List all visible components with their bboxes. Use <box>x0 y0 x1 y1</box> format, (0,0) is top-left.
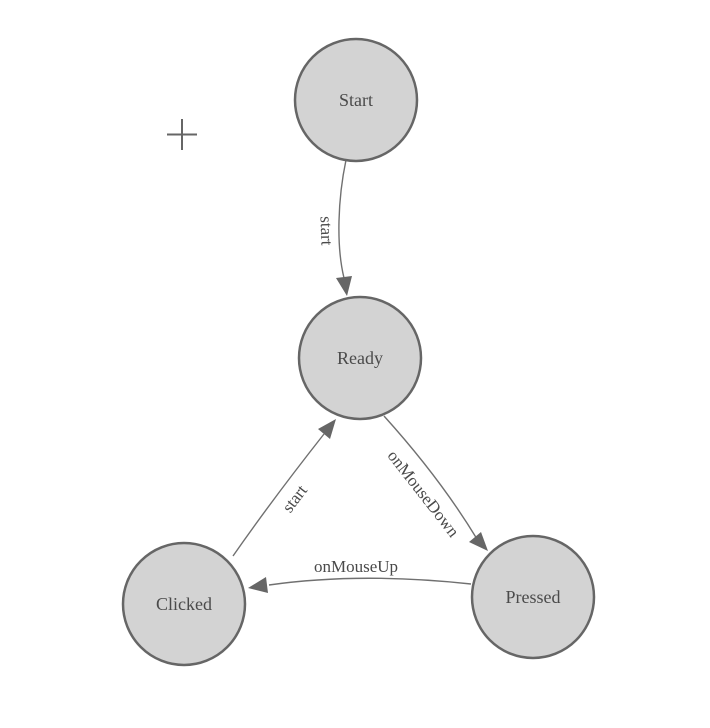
node-clicked-circle[interactable] <box>121 541 247 667</box>
edge-ready-to-pressed[interactable]: onMouseDown <box>382 415 488 551</box>
edge-label-onmouseup: onMouseUp <box>314 557 398 576</box>
node-pressed[interactable]: Pressed <box>470 534 596 660</box>
edge-label-onmousedown: onMouseDown <box>384 446 464 541</box>
edge-clicked-to-ready-path[interactable] <box>232 433 325 557</box>
node-ready[interactable]: Ready <box>297 295 423 421</box>
arrowhead-icon <box>336 276 352 296</box>
edge-ready-to-pressed-path[interactable] <box>383 415 478 540</box>
edge-pressed-to-clicked-path[interactable] <box>268 577 472 586</box>
arrowhead-icon <box>248 577 268 593</box>
edge-label-start: start <box>316 216 336 246</box>
node-start-circle[interactable] <box>293 37 419 163</box>
node-clicked[interactable]: Clicked <box>121 541 247 667</box>
node-ready-circle[interactable] <box>297 295 423 421</box>
node-ready-label: Ready <box>337 348 383 368</box>
node-start-label: Start <box>339 90 373 110</box>
node-pressed-label: Pressed <box>506 587 561 607</box>
edge-pressed-to-clicked[interactable]: onMouseUp <box>248 556 472 593</box>
edge-start-to-ready-path[interactable] <box>338 159 347 279</box>
edge-start-to-ready[interactable]: start <box>315 159 352 296</box>
arrowhead-icon <box>318 419 336 439</box>
edge-clicked-to-ready[interactable]: start <box>232 419 336 557</box>
node-start[interactable]: Start <box>293 37 419 163</box>
origin-crosshair-icon <box>167 119 197 150</box>
node-clicked-label: Clicked <box>156 594 212 614</box>
node-pressed-circle[interactable] <box>470 534 596 660</box>
arrowhead-icon <box>469 532 488 551</box>
